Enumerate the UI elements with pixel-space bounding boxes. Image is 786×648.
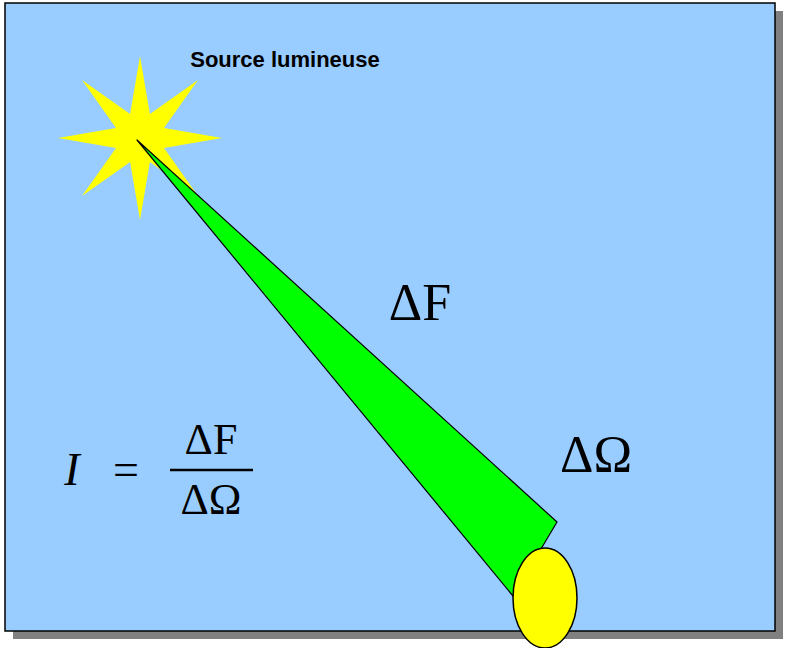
source-title: Source lumineuse xyxy=(190,49,380,71)
intensity-symbol: I xyxy=(64,447,79,493)
solid-angle-ellipse xyxy=(513,548,577,648)
flux-label: ΔF xyxy=(389,277,451,329)
solid-angle-label: ΔΩ xyxy=(560,429,632,481)
fraction-bar xyxy=(170,469,253,472)
light-cone xyxy=(137,140,557,596)
formula-numerator: ΔF xyxy=(185,418,238,462)
panel-ground xyxy=(5,3,775,631)
equals-sign: = xyxy=(113,447,139,493)
formula-denominator: ΔΩ xyxy=(181,478,242,522)
